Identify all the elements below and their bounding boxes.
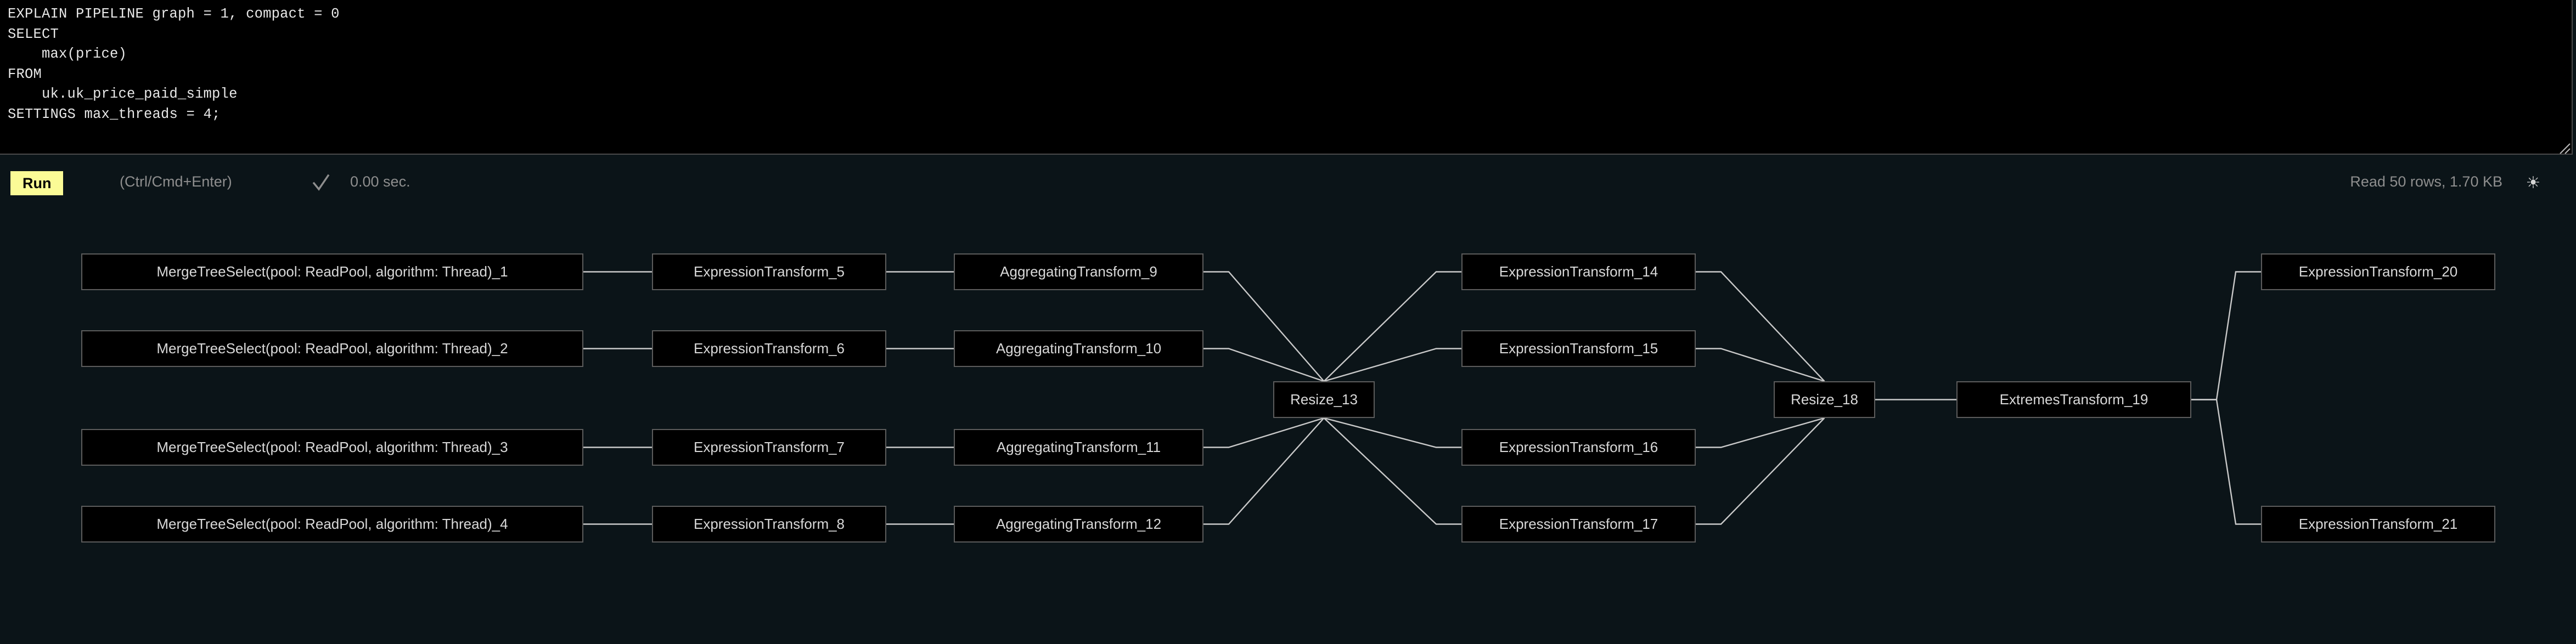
graph-node-label: ExpressionTransform_16 (1499, 439, 1658, 455)
graph-node-label: AggregatingTransform_9 (1000, 263, 1157, 280)
graph-node-expression-transform-15[interactable]: ExpressionTransform_15 (1461, 330, 1696, 367)
graph-edge-aggregating-transform-9-to-resize-13 (1203, 271, 1325, 382)
sql-query-input[interactable]: EXPLAIN PIPELINE graph = 1, compact = 0 … (0, 0, 2573, 155)
graph-node-label: ExpressionTransform_15 (1499, 340, 1658, 357)
graph-node-label: ExpressionTransform_17 (1499, 516, 1658, 532)
graph-edge-aggregating-transform-12-to-resize-13 (1203, 417, 1325, 525)
graph-edge-expression-transform-16-to-resize-18 (1696, 417, 1825, 448)
graph-node-label: ExtremesTransform_19 (1999, 391, 2148, 408)
elapsed-time-label: 0.00 sec. (350, 173, 410, 190)
graph-edge-resize-13-to-expression-transform-14 (1323, 271, 1461, 382)
graph-node-aggregating-transform-10[interactable]: AggregatingTransform_10 (954, 330, 1203, 367)
graph-node-label: MergeTreeSelect(pool: ReadPool, algorith… (156, 340, 508, 357)
pipeline-graph: MergeTreeSelect(pool: ReadPool, algorith… (0, 203, 2576, 644)
graph-node-label: AggregatingTransform_12 (995, 516, 1162, 532)
graph-node-label: MergeTreeSelect(pool: ReadPool, algorith… (156, 516, 508, 532)
graph-edge-resize-13-to-expression-transform-17 (1323, 417, 1461, 525)
graph-node-merge-tree-select-4[interactable]: MergeTreeSelect(pool: ReadPool, algorith… (81, 506, 583, 543)
graph-node-expression-transform-16[interactable]: ExpressionTransform_16 (1461, 429, 1696, 466)
sql-editor-panel: EXPLAIN PIPELINE graph = 1, compact = 0 … (0, 0, 2576, 159)
query-toolbar: Run (Ctrl/Cmd+Enter) 0.00 sec. Read 50 r… (0, 162, 2576, 203)
graph-edge-extremes-transform-19-to-expression-transform-20 (2191, 271, 2261, 400)
graph-edge-layer (583, 271, 2261, 525)
graph-node-label: AggregatingTransform_10 (995, 340, 1162, 357)
read-stats-label: Read 50 rows, 1.70 KB (2350, 173, 2502, 190)
graph-edge-expression-transform-17-to-resize-18 (1696, 417, 1825, 525)
graph-edge-resize-13-to-expression-transform-15 (1324, 348, 1461, 382)
graph-edge-aggregating-transform-11-to-resize-13 (1203, 417, 1324, 448)
graph-node-label: ExpressionTransform_8 (693, 516, 845, 532)
graph-node-label: ExpressionTransform_7 (693, 439, 845, 455)
graph-node-label: ExpressionTransform_14 (1499, 263, 1658, 280)
graph-node-expression-transform-21[interactable]: ExpressionTransform_21 (2261, 506, 2495, 543)
graph-node-label: Resize_18 (1791, 391, 1858, 408)
graph-node-expression-transform-5[interactable]: ExpressionTransform_5 (652, 253, 886, 290)
graph-node-label: ExpressionTransform_21 (2298, 516, 2458, 532)
graph-node-label: MergeTreeSelect(pool: ReadPool, algorith… (156, 263, 508, 280)
graph-node-expression-transform-20[interactable]: ExpressionTransform_20 (2261, 253, 2495, 290)
graph-node-aggregating-transform-12[interactable]: AggregatingTransform_12 (954, 506, 1203, 543)
run-button[interactable]: Run (10, 171, 64, 195)
graph-edge-expression-transform-14-to-resize-18 (1696, 271, 1825, 382)
graph-node-merge-tree-select-3[interactable]: MergeTreeSelect(pool: ReadPool, algorith… (81, 429, 583, 466)
graph-node-expression-transform-8[interactable]: ExpressionTransform_8 (652, 506, 886, 543)
graph-node-expression-transform-17[interactable]: ExpressionTransform_17 (1461, 506, 1696, 543)
graph-edge-aggregating-transform-10-to-resize-13 (1203, 348, 1324, 382)
graph-node-resize-13[interactable]: Resize_13 (1273, 381, 1375, 418)
graph-node-merge-tree-select-1[interactable]: MergeTreeSelect(pool: ReadPool, algorith… (81, 253, 583, 290)
graph-node-aggregating-transform-11[interactable]: AggregatingTransform_11 (954, 429, 1203, 466)
graph-node-expression-transform-14[interactable]: ExpressionTransform_14 (1461, 253, 1696, 290)
graph-node-expression-transform-6[interactable]: ExpressionTransform_6 (652, 330, 886, 367)
graph-node-resize-18[interactable]: Resize_18 (1774, 381, 1875, 418)
checkmark-icon (312, 174, 330, 191)
graph-edge-expression-transform-15-to-resize-18 (1696, 348, 1825, 382)
graph-node-aggregating-transform-9[interactable]: AggregatingTransform_9 (954, 253, 1203, 290)
sun-icon[interactable]: ☀ (2526, 174, 2541, 192)
graph-edge-extremes-transform-19-to-expression-transform-21 (2191, 399, 2261, 525)
graph-node-label: ExpressionTransform_6 (693, 340, 845, 357)
graph-edge-resize-13-to-expression-transform-16 (1324, 417, 1461, 448)
graph-node-extremes-transform-19[interactable]: ExtremesTransform_19 (1956, 381, 2191, 418)
graph-node-label: AggregatingTransform_11 (996, 439, 1161, 455)
graph-node-label: Resize_13 (1290, 391, 1358, 408)
graph-node-merge-tree-select-2[interactable]: MergeTreeSelect(pool: ReadPool, algorith… (81, 330, 583, 367)
run-shortcut-hint: (Ctrl/Cmd+Enter) (120, 173, 232, 190)
graph-node-label: MergeTreeSelect(pool: ReadPool, algorith… (156, 439, 508, 455)
graph-node-label: ExpressionTransform_20 (2298, 263, 2458, 280)
graph-node-label: ExpressionTransform_5 (693, 263, 845, 280)
graph-node-expression-transform-7[interactable]: ExpressionTransform_7 (652, 429, 886, 466)
